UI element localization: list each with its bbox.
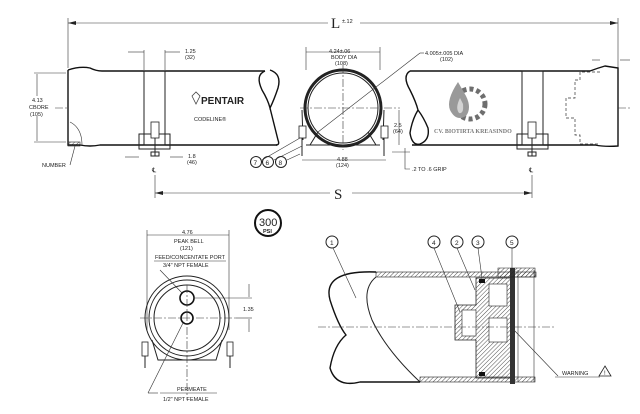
length-label: L [331, 16, 340, 32]
callout-2: 2 [450, 235, 464, 249]
peak-bell-dim: 4.76 [182, 230, 193, 236]
right-vessel-section: ℄ S CV. BIOTIRTA KREASINDO [155, 59, 632, 203]
port-offset-dim: 1.35 [243, 307, 254, 313]
saddle-width-mm: (124) [336, 163, 349, 169]
feed-port-label: FEED/CONCENTATE PORT [155, 255, 226, 261]
callout-1: 1 [325, 235, 339, 249]
saddle-height-mm: (64) [393, 129, 403, 135]
brand-name: PENTAIR [201, 96, 245, 107]
callout-7: 7 [250, 156, 262, 168]
svg-text:4: 4 [432, 240, 436, 247]
feed-port-size: 3/4" NPT FEMALE [163, 263, 209, 269]
pressure-unit: PSI [263, 229, 272, 235]
svg-text:1: 1 [330, 240, 334, 247]
clamp-width-mm: (32) [185, 55, 195, 61]
warning-triangle-icon: ! [598, 365, 612, 377]
svg-text:8: 8 [279, 160, 283, 167]
body-dia-mm: (108) [335, 61, 348, 67]
svg-text:6: 6 [266, 160, 270, 167]
length-tolerance: ±.12 [342, 19, 353, 25]
inner-dia-dim: 4.005±.005 DIA [425, 51, 464, 57]
centerline-mark-right: ℄ [528, 167, 534, 174]
svg-text:!: ! [604, 371, 606, 377]
centerline-mark-left: ℄ [151, 167, 157, 174]
watermark-logo: CV. BIOTIRTA KREASINDO [434, 82, 512, 135]
product-name: CODELINE® [194, 116, 226, 123]
permeate-size: 1/2" NPT FEMALE [163, 397, 209, 403]
svg-text:3: 3 [476, 240, 480, 247]
watermark-text: CV. BIOTIRTA KREASINDO [434, 129, 512, 135]
inner-dia-mm: (102) [440, 57, 453, 63]
bracket-width-dim: 1.8 [188, 154, 196, 160]
left-vessel-section: NUMBER 4.13 CBORE (105) 1.25 (32) 1.8 (4… [29, 49, 280, 198]
clamp-width-dim: 1.25 [185, 49, 196, 55]
svg-text:7: 7 [254, 160, 258, 167]
warning-label: WARNING [562, 371, 588, 377]
pressure-rating-badge: 300 PSI [254, 209, 282, 237]
saddle-width-dim: 4.88 [337, 157, 348, 163]
bracket-width-mm: (46) [187, 160, 197, 166]
pentair-logo: PENTAIR CODELINE® [191, 91, 245, 123]
support-spacing-label: S [334, 187, 342, 203]
saddle-height-dim: 2.5 [394, 123, 402, 129]
grip-range: .2 TO .6 GRIP [412, 167, 447, 173]
number-label: NUMBER [42, 163, 66, 169]
svg-text:2: 2 [455, 240, 459, 247]
pressure-value: 300 [259, 217, 277, 229]
cross-section-view: 4.24±.06 BODY DIA (108) 4.005±.005 DIA (… [250, 47, 464, 173]
svg-text:5: 5 [510, 240, 514, 247]
bore-mm: (105) [30, 112, 43, 118]
callout-8: 8 [275, 156, 287, 168]
body-dia-dim: 4.24±.06 [329, 49, 350, 55]
callout-4: 4 [427, 235, 441, 249]
callout-5: 5 [505, 235, 519, 249]
callout-6: 6 [262, 156, 274, 168]
bore-label: CBORE [29, 105, 49, 111]
end-cap-section-view: WARNING ! 1 4 2 3 5 [318, 235, 612, 385]
body-dia-label: BODY DIA [331, 55, 358, 61]
peak-bell-label: PEAK BELL [174, 239, 204, 245]
end-view: 4.76 PEAK BELL (121) FEED/CONCENTATE POR… [140, 230, 254, 403]
permeate-label: PERMEATE [177, 387, 207, 393]
overall-length-dimension: L ±.12 [67, 16, 619, 68]
callout-3: 3 [471, 235, 485, 249]
bore-dim: 4.13 [32, 98, 43, 104]
peak-bell-mm: (121) [180, 246, 193, 252]
pentair-diamond-icon [191, 91, 201, 105]
